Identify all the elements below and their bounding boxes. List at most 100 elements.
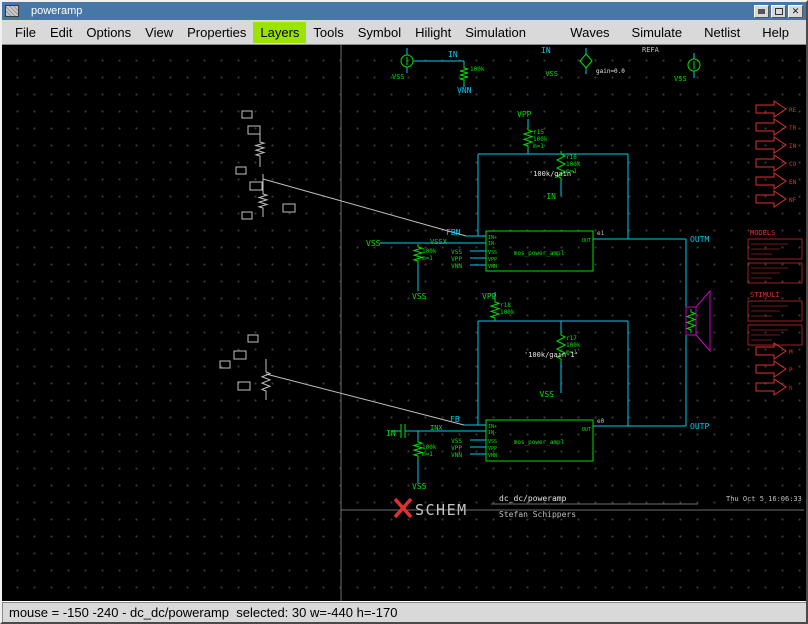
schematic-label: VSS — [451, 438, 462, 445]
menu-item-options[interactable]: Options — [86, 24, 132, 40]
selected-component — [249, 181, 263, 191]
schematic-label: IN — [386, 429, 396, 438]
maximize-button[interactable] — [771, 4, 786, 18]
components[interactable] — [400, 53, 701, 462]
schematic-label: VSSX — [430, 238, 448, 246]
schematic-label: NF — [789, 197, 797, 204]
schematic-label: 100k — [422, 248, 437, 255]
resistor — [459, 65, 469, 83]
schematic-label: VPP — [488, 257, 497, 263]
schematic-label: e1 — [597, 230, 605, 237]
schematic-label: VSS — [540, 390, 555, 399]
selected-component — [247, 125, 261, 135]
xschem-logo-text: SCHEM — [415, 501, 468, 519]
speaker-symbol[interactable] — [685, 289, 711, 353]
schematic-label: 100k — [422, 444, 437, 451]
wires[interactable] — [380, 48, 695, 483]
menu-item-view[interactable]: View — [145, 24, 174, 40]
voltage-source — [400, 54, 414, 68]
schematic-label: OUTM — [690, 235, 709, 244]
schematic-label: MODELS — [750, 229, 775, 237]
minimize-icon — [758, 8, 765, 14]
schematic-label: VSS — [451, 249, 462, 256]
schematic-label: VSS — [488, 250, 497, 256]
schematic-label: P — [789, 367, 793, 374]
selected-component — [219, 360, 231, 369]
selected-components[interactable] — [219, 110, 467, 426]
schematic-label: mos_power_ampl — [514, 250, 565, 257]
schematic-label: VSS — [488, 439, 497, 445]
menu-item-file[interactable]: File — [15, 24, 36, 40]
menu-item-simulate[interactable]: Simulate — [631, 24, 683, 40]
minimize-button[interactable] — [754, 4, 769, 18]
title-bar[interactable]: poweramp ✕ — [2, 2, 806, 20]
schematic-label: VPP — [482, 292, 497, 301]
resistor — [522, 127, 534, 149]
voltage-source — [687, 58, 701, 72]
schematic-label: r17 — [566, 335, 577, 342]
model-box — [747, 238, 803, 260]
maximize-icon — [774, 7, 783, 15]
schematic-label: Thu Oct 5 16:06:33 2 — [726, 495, 806, 503]
resistor — [489, 299, 501, 321]
schematic-label: VNN — [488, 453, 497, 459]
schematic-label: dc_dc/poweramp — [499, 494, 567, 503]
resistor — [260, 369, 272, 394]
resistor — [685, 309, 697, 333]
status-text: mouse = -150 -240 - dc_dc/poweramp selec… — [9, 604, 398, 620]
menu-item-help[interactable]: Help — [762, 24, 789, 40]
resistor — [555, 332, 567, 362]
selected-component — [237, 381, 251, 391]
menu-item-symbol[interactable]: Symbol — [357, 24, 402, 40]
schematic-label: IN+ — [488, 424, 497, 430]
schematic-label: e0 — [597, 418, 605, 425]
schematic-label: IN — [789, 143, 797, 150]
menu-item-layers[interactable]: Layers — [253, 21, 307, 43]
schematic-label: 100k — [470, 66, 485, 73]
resistor — [412, 439, 424, 459]
menu-item-edit[interactable]: Edit — [49, 24, 73, 40]
menu-item-tools[interactable]: Tools — [313, 24, 344, 40]
menu-item-waves[interactable]: Waves — [570, 24, 610, 40]
schematic-label: VNN — [488, 264, 497, 270]
selected-component — [241, 110, 253, 119]
schematic-label: VPP — [451, 445, 462, 452]
schematic-label: OUTP — [690, 422, 709, 431]
menu-item-simulation[interactable]: Simulation — [465, 24, 526, 40]
menu-item-hilight[interactable]: Hilight — [415, 24, 452, 40]
menu-item-netlist[interactable]: Netlist — [704, 24, 741, 40]
schematic-label: STIMULI — [750, 291, 780, 299]
port-arrow-icon — [755, 118, 787, 136]
model-box — [747, 262, 803, 284]
schematic-label: VPP — [451, 256, 462, 263]
schematic-label: gain=0.0 — [596, 68, 625, 75]
window-controls: ✕ — [754, 4, 803, 18]
menu-item-properties[interactable]: Properties — [187, 24, 247, 40]
schematic-label: OUT — [582, 427, 591, 433]
schematic-label: m=1 — [422, 255, 433, 262]
resistor — [412, 244, 424, 264]
schematic-label: Stefan Schippers — [499, 510, 576, 519]
window-menu-icon[interactable] — [5, 5, 19, 17]
selected-component — [235, 166, 247, 175]
resistor — [555, 151, 567, 181]
schematic-label: INX — [430, 424, 443, 432]
selected-component — [247, 334, 259, 343]
schematic-label: RE — [789, 107, 797, 114]
sheet-border — [340, 45, 804, 601]
schematic-label: h — [789, 385, 793, 392]
schematic-label: VNN — [457, 86, 472, 95]
port-arrow-icon — [755, 172, 787, 190]
schematic-label: VSS — [412, 482, 427, 491]
amp-instance-lower — [485, 419, 594, 462]
port-arrow-icon — [755, 100, 787, 118]
schematic-label: m=1 — [533, 143, 544, 150]
schematic-label: m=1 — [566, 349, 577, 356]
close-button[interactable]: ✕ — [788, 4, 803, 18]
port-arrow-icon — [755, 190, 787, 208]
